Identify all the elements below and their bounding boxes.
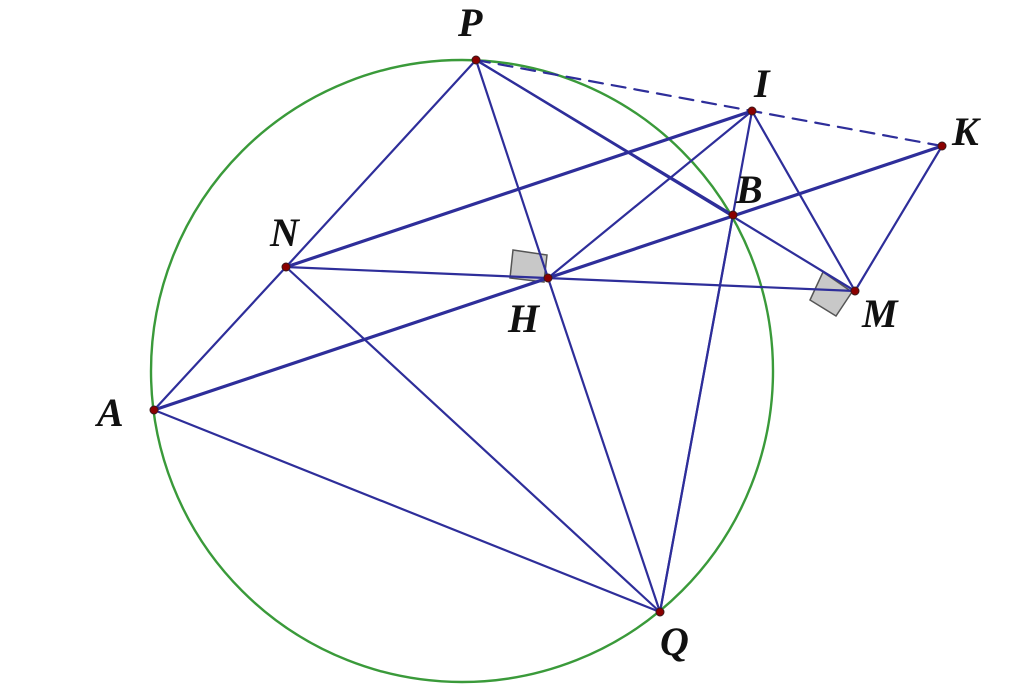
points [149, 55, 947, 617]
segment-ni [284, 109, 754, 269]
segment-ih [546, 109, 754, 280]
segment-na [152, 265, 288, 412]
label-b: B [735, 167, 763, 212]
segment-mk [853, 144, 944, 293]
label-a: A [94, 390, 124, 435]
segment-nq [284, 265, 662, 614]
right-angle-mark-m [809, 270, 854, 318]
segment-nm [284, 265, 857, 293]
segment-hq [546, 276, 662, 614]
label-q: Q [660, 619, 689, 664]
point-k [937, 141, 947, 151]
segment-pn [284, 58, 478, 269]
segment-pk [474, 58, 944, 148]
label-n: N [269, 210, 301, 255]
label-i: I [753, 61, 771, 106]
point-h [543, 273, 553, 283]
right-angle-marks [509, 249, 854, 318]
label-h: H [507, 296, 541, 341]
segment-ph [474, 58, 550, 280]
point-m [850, 286, 860, 296]
segment-iq [658, 109, 754, 614]
circumcircle [149, 58, 775, 684]
right-angle-mark-h [509, 249, 548, 283]
segment-pb [474, 58, 735, 217]
label-p: P [457, 0, 483, 45]
point-q [655, 607, 665, 617]
point-b [728, 210, 738, 220]
segment-im [750, 109, 857, 293]
segments [152, 58, 944, 614]
segment-aq [152, 408, 662, 614]
point-i [747, 106, 757, 116]
point-p [471, 55, 481, 65]
label-m: M [861, 291, 899, 336]
label-k: K [951, 109, 981, 154]
point-a [149, 405, 159, 415]
point-n [281, 262, 291, 272]
